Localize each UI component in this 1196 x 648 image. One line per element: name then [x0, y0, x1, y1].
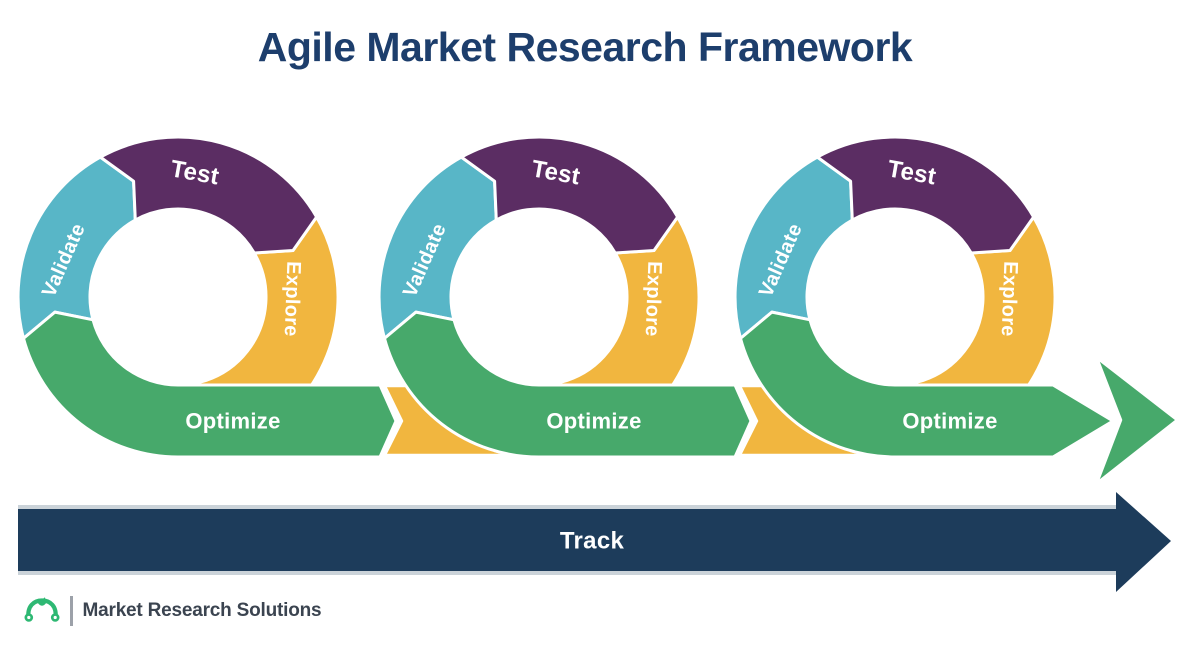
segment-optimize-band [739, 310, 1115, 459]
track-arrow-body [18, 509, 1116, 571]
goldie-left-ear-hole [27, 615, 31, 620]
segment-test [98, 135, 319, 255]
goldie-hair-peak [37, 602, 47, 606]
segment-test [815, 135, 1036, 255]
label-optimize: Optimize [185, 409, 280, 434]
brand-divider [70, 596, 73, 626]
track-arrowhead [1116, 492, 1171, 592]
label-explore: Explore [997, 261, 1022, 337]
goldie-right-ear-hole [53, 615, 57, 620]
label-optimize: Optimize [546, 409, 641, 434]
label-explore: Explore [641, 261, 666, 337]
segment-optimize-band [383, 310, 753, 459]
page-title: Agile Market Research Framework [257, 24, 913, 70]
label-optimize: Optimize [902, 409, 997, 434]
segment-optimize-band [22, 310, 398, 459]
surveymonkey-goldie-icon [24, 597, 60, 622]
goldie-tuft [40, 597, 46, 603]
brand-name: Market Research Solutions [82, 600, 322, 621]
segment-test [459, 135, 680, 255]
flow-arrowhead [1095, 356, 1179, 485]
label-explore: Explore [280, 261, 305, 337]
track-label: Track [560, 527, 625, 554]
brand-footer: Market Research Solutions [24, 594, 322, 628]
